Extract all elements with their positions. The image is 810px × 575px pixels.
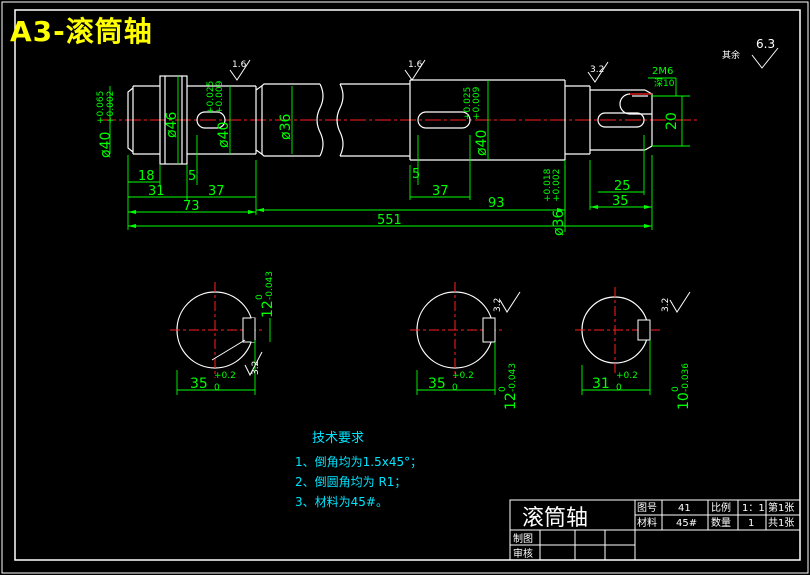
dimension-arrows [128, 205, 652, 228]
section-b-width-tol-up: +0.2 [452, 371, 474, 381]
section-a-width-tol-up: +0.2 [214, 371, 236, 381]
dim-d40-left: ø40 [98, 132, 114, 158]
section-b-depth-tol-lo: -0.043 [508, 363, 518, 392]
section-dimension-lines [176, 318, 651, 395]
inner-border [14, 9, 801, 561]
section-a-width-tol-lo: 0 [214, 383, 220, 393]
dim-d36-end-tol-lo: +0.002 [552, 169, 562, 202]
dim-d40-right: ø40 [474, 130, 490, 156]
dim-len-5: 5 [188, 169, 196, 184]
dim-len-37-right: 37 [432, 184, 449, 199]
section-roughness-b: 3.2 [493, 298, 503, 312]
title-block-scale-label: 比例 [711, 501, 731, 514]
roughness-general-label: 其余 [722, 49, 740, 61]
title-block-sheet-label: 第1张 [768, 501, 794, 514]
section-b-depth-tol-up: 0 [498, 386, 508, 392]
title-block-qty: 1 [748, 518, 754, 529]
section-a-depth-tol-lo: -0.043 [265, 271, 275, 300]
dim-thread: 2M6 [652, 66, 673, 77]
title-block-drawing-no: 41 [678, 503, 691, 514]
section-c-width-tol-up: +0.2 [616, 371, 638, 381]
dim-d36-mid: ø36 [278, 114, 294, 140]
shaft-dimension-lines [109, 76, 690, 232]
notes-item-2: 2、倒圆角均为 R1； [295, 475, 406, 489]
notes-heading: 技术要求 [312, 431, 364, 446]
section-a-depth: 12 [260, 300, 276, 318]
roughness-general: 6.3 [756, 37, 775, 51]
section-view-c [575, 287, 660, 373]
dim-len-551: 551 [377, 213, 402, 228]
section-view-a [170, 282, 262, 378]
dim-len-5-right: 5 [412, 167, 420, 182]
dim-d36-end-tol-up: +0.018 [543, 168, 553, 202]
section-a-depth-tol-up: 0 [255, 294, 265, 300]
section-view-b [410, 282, 502, 378]
title-block-total-label: 共1张 [768, 517, 794, 529]
title-block-material-label: 材料 [637, 516, 657, 529]
title-block-part-name: 滚筒轴 [522, 506, 588, 531]
dim-len-25: 25 [614, 179, 631, 194]
dim-d40-key-tol-up: +0.025 [206, 81, 216, 114]
title-block-drawn-label: 制图 [513, 532, 533, 545]
notes-item-3: 3、材料为45#。 [295, 495, 388, 509]
section-a-width: 35 [190, 376, 208, 392]
dim-d40-right-tol-up: +0.025 [463, 87, 473, 120]
roughness-3: 3.2 [590, 65, 604, 75]
dim-d40-key-tol-lo: +0.009 [215, 80, 225, 114]
dim-d40-key: ø40 [216, 122, 232, 148]
dim-len-35: 35 [612, 194, 629, 209]
shaft-main-view [100, 75, 700, 165]
section-c-depth-tol-lo: -0.036 [681, 363, 691, 392]
section-b-width-tol-lo: 0 [452, 383, 458, 393]
dim-d40-left-tol-up: +0.065 [96, 91, 106, 124]
section-b-width: 35 [428, 376, 446, 392]
section-c-depth: 10 [676, 392, 692, 410]
dim-d40-right-tol-lo: +0.009 [472, 86, 482, 120]
notes-item-1: 1、倒角均为1.5x45°； [295, 455, 422, 469]
section-roughness-a: 3.2 [251, 361, 261, 375]
dim-len-93: 93 [488, 196, 505, 211]
dim-thread-depth: 深10 [654, 78, 675, 89]
section-b-depth: 12 [503, 392, 519, 410]
roughness-2: 1.6 [408, 60, 423, 70]
section-c-width-tol-lo: 0 [616, 383, 622, 393]
dim-len-31: 31 [148, 184, 165, 199]
dim-d46: ø46 [164, 112, 180, 138]
section-c-depth-tol-up: 0 [671, 386, 681, 392]
title-block-material: 45# [676, 518, 697, 529]
title-block-scale: 1：1 [742, 503, 765, 514]
title-block-drawing-no-label: 图号 [637, 502, 657, 514]
dim-len-18: 18 [138, 169, 155, 184]
roughness-symbols-main [229, 47, 779, 83]
dim-d36-end: ø36 [551, 210, 567, 236]
title-block-checked-label: 审核 [513, 547, 533, 560]
section-roughness-c: 3.2 [661, 298, 671, 312]
section-c-width: 31 [592, 376, 610, 392]
dim-len-37-left: 37 [208, 184, 225, 199]
dim-len-73: 73 [183, 199, 200, 214]
roughness-1: 1.6 [232, 60, 247, 70]
dim-d40-left-tol-lo: +0.002 [106, 91, 116, 124]
title-block [509, 499, 801, 561]
title-block-qty-label: 数量 [711, 516, 731, 529]
sheet-title: A3-滚筒轴 [10, 15, 153, 48]
dim-len-20: 20 [664, 112, 680, 130]
section-roughness-symbols [211, 291, 691, 377]
